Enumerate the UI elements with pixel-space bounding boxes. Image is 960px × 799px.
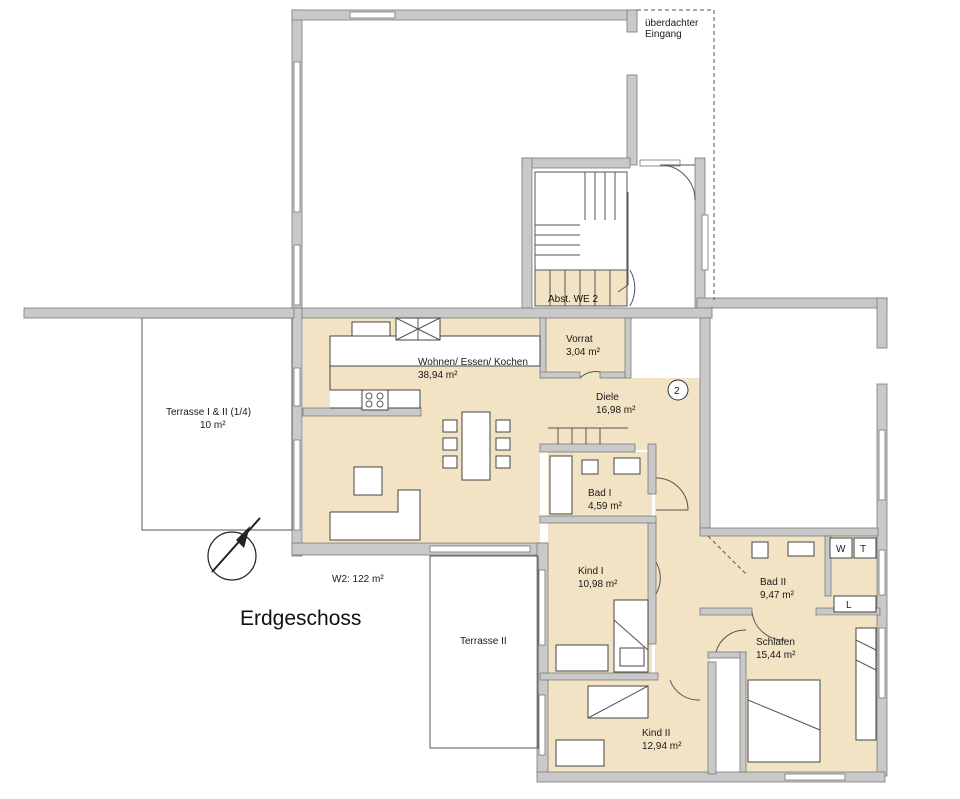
area-note: W2: 122 m² [332, 574, 384, 585]
kitchen-furniture [329, 317, 541, 541]
entrance-line1: überdachter [645, 18, 699, 29]
schlafen-furniture [747, 627, 877, 763]
room-area-bad2: 9,47 m² [760, 590, 795, 601]
terrace-canopy [23, 307, 295, 319]
kind1-furniture [555, 599, 649, 673]
room-name-terrasse2: Terrasse II [460, 636, 507, 647]
floor-title: Erdgeschoss [240, 607, 361, 630]
room-area-diele: 16,98 m² [596, 405, 636, 416]
fixture-t: T [860, 544, 866, 555]
entrance-marker [667, 379, 689, 401]
room-name-bad1: Bad I [588, 488, 611, 499]
room-area-kind2: 12,94 m² [642, 741, 682, 752]
entrance-line2: Eingang [645, 29, 682, 40]
stair-label: Abst. WE 2 [548, 294, 598, 305]
room-area-kind1: 10,98 m² [578, 579, 618, 590]
room-fill-vorrat [540, 318, 626, 378]
doors [579, 164, 786, 701]
room-name-terrasse12: Terrasse I & II (1/4) [166, 407, 251, 418]
bad2-fixtures [707, 535, 877, 613]
room-name-vorrat: Vorrat [566, 334, 593, 345]
room-area-schlafen: 15,44 m² [756, 650, 796, 661]
room-name-diele: Diele [596, 392, 619, 403]
covered-entrance-outline [637, 9, 715, 300]
compass-icon [207, 517, 261, 581]
staircase [534, 171, 629, 307]
terrace-2-outline [429, 555, 539, 749]
room-name-kind2: Kind II [642, 728, 670, 739]
windows [293, 11, 886, 781]
bath1-fixtures [548, 427, 641, 515]
room-area-vorrat: 3,04 m² [566, 347, 601, 358]
fixture-w: W [836, 544, 846, 555]
room-area-bad1: 4,59 m² [588, 501, 623, 512]
kind2-furniture [555, 685, 649, 767]
room-name-wohnen: Wohnen/ Essen/ Kochen [418, 357, 528, 368]
room-area-terrasse12: 10 m² [200, 420, 226, 431]
room-name-bad2: Bad II [760, 577, 786, 588]
room-name-kind1: Kind I [578, 566, 604, 577]
fixture-l: L [846, 600, 852, 611]
room-area-wohnen: 38,94 m² [418, 370, 458, 381]
room-name-schlafen: Schlafen [756, 637, 795, 648]
marker-label: 2 [674, 386, 680, 397]
